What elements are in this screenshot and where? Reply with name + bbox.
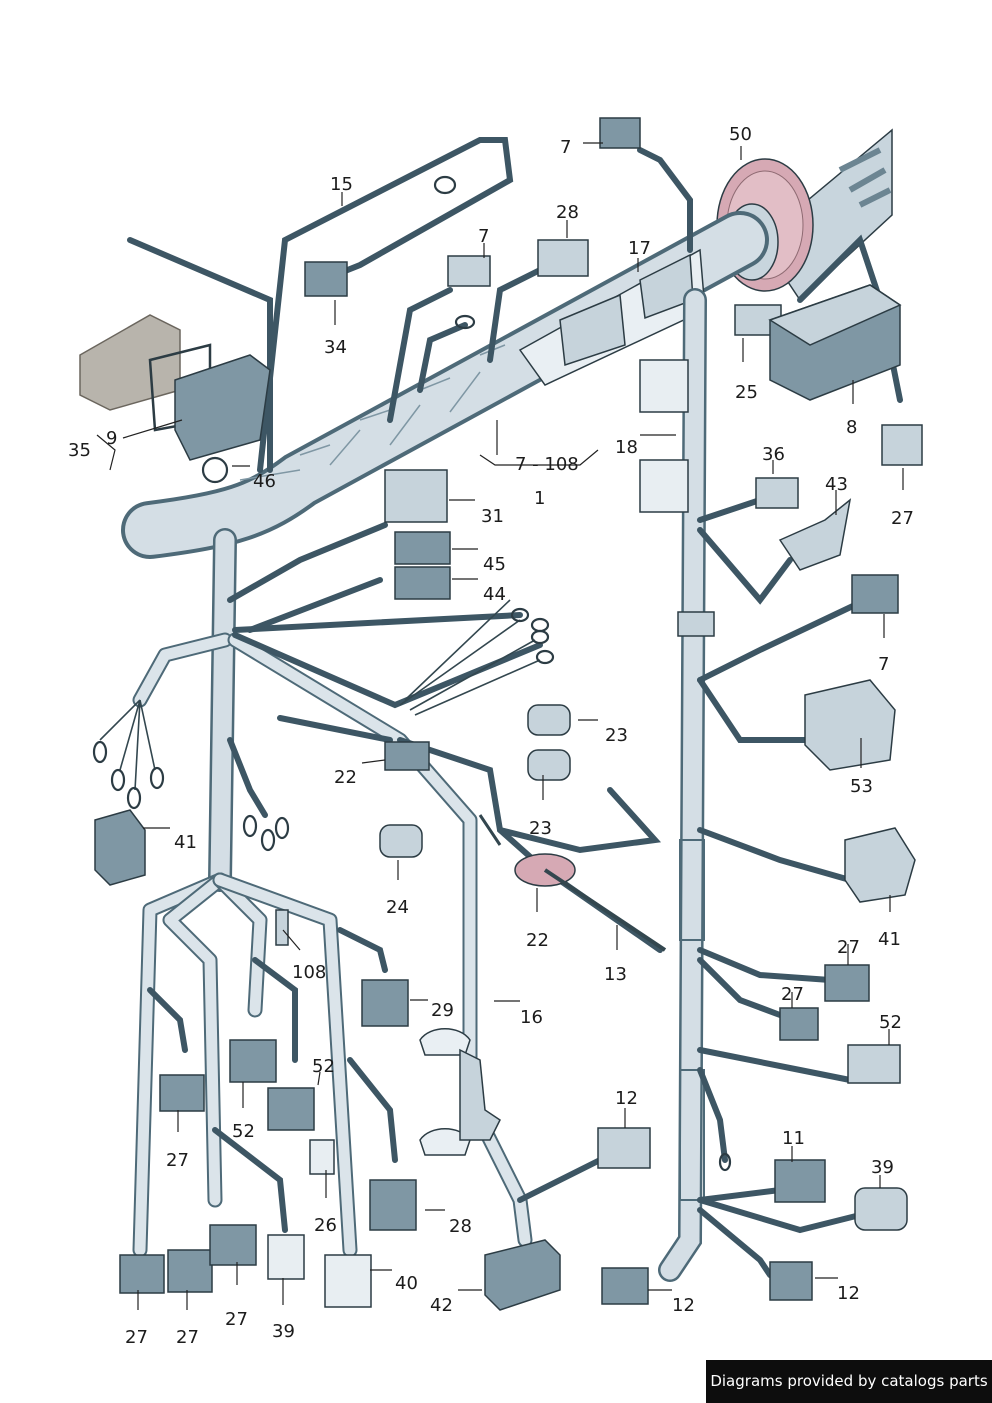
callout-23: 23 [529,818,552,839]
callout-52: 52 [232,1121,255,1142]
callout-12: 12 [837,1283,860,1304]
callout-9: 9 [106,428,117,449]
callout-8: 8 [846,417,857,438]
callout-39: 39 [272,1321,295,1342]
right-branch [639,288,715,1282]
callout-11: 11 [782,1128,805,1149]
callout-52: 52 [879,1012,902,1033]
right-wires [697,497,863,1278]
callout-18: 18 [615,437,638,458]
callout-29: 29 [431,1000,454,1021]
callout-1: 1 [534,488,545,509]
callout-15: 15 [330,174,353,195]
callout-50: 50 [729,124,752,145]
callout-12: 12 [615,1088,638,1109]
callout-27: 27 [225,1309,248,1330]
callout-34: 34 [324,337,347,358]
callout-35: 35 [68,440,91,461]
ring-terminals [92,314,732,1172]
callout-28: 28 [449,1216,472,1237]
callout-22: 22 [334,767,357,788]
callout-45: 45 [483,554,506,575]
upper-wires [127,137,903,633]
callout-labels: 1 7 - 108 7 7 7 8 9 11 12 12 12 13 15 16… [68,124,914,1348]
callout-22: 22 [526,930,549,951]
connectors [79,117,923,1311]
callout-16: 16 [520,1007,543,1028]
leader-lines [96,142,904,1310]
left-trunk [132,528,237,892]
callout-42: 42 [430,1295,453,1316]
callout-26: 26 [314,1215,337,1236]
credit-banner: Diagrams provided by catalogs parts [706,1360,992,1403]
harness-artwork [79,117,923,1311]
callout-53: 53 [850,776,873,797]
callout-27: 27 [891,508,914,529]
callout-24: 24 [386,897,409,918]
callout-108: 108 [292,962,326,983]
central-branch [227,612,663,1248]
callout-28: 28 [556,202,579,223]
callout-41: 41 [174,832,197,853]
lower-branches [132,872,398,1258]
callout-31: 31 [481,506,504,527]
callout-36: 36 [762,444,785,465]
callout-27: 27 [166,1150,189,1171]
callout-40: 40 [395,1273,418,1294]
callout-27: 27 [176,1327,199,1348]
callout-27: 27 [125,1327,148,1348]
callout-7-108: 7 - 108 [515,454,579,475]
callout-46: 46 [253,471,276,492]
callout-17: 17 [628,238,651,259]
callout-39: 39 [871,1157,894,1178]
callout-27: 27 [837,937,860,958]
callout-13: 13 [604,964,627,985]
callout-41: 41 [878,929,901,950]
callout-52: 52 [312,1056,335,1077]
callout-43: 43 [825,474,848,495]
callout-7: 7 [478,226,489,247]
callout-12: 12 [672,1295,695,1316]
callout-44: 44 [483,584,506,605]
callout-23: 23 [605,725,628,746]
callout-7: 7 [560,137,571,158]
callout-25: 25 [735,382,758,403]
callout-7: 7 [878,654,889,675]
callout-27: 27 [781,984,804,1005]
